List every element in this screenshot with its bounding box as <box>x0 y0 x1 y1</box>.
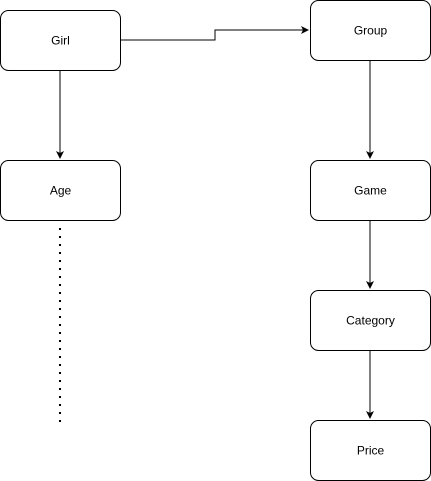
node-age[interactable]: Age <box>0 160 121 221</box>
node-game[interactable]: Game <box>310 160 431 221</box>
node-game-label: Game <box>354 184 387 198</box>
node-price-label: Price <box>357 444 385 458</box>
node-category-label: Category <box>346 314 395 328</box>
node-girl-label: Girl <box>51 34 70 48</box>
node-category[interactable]: Category <box>310 290 431 351</box>
node-group[interactable]: Group <box>310 0 431 61</box>
node-price[interactable]: Price <box>310 420 431 481</box>
node-age-label: Age <box>50 184 72 198</box>
node-group-label: Group <box>354 24 388 38</box>
node-girl[interactable]: Girl <box>0 10 121 71</box>
edge-girl-to-group <box>120 26 309 41</box>
